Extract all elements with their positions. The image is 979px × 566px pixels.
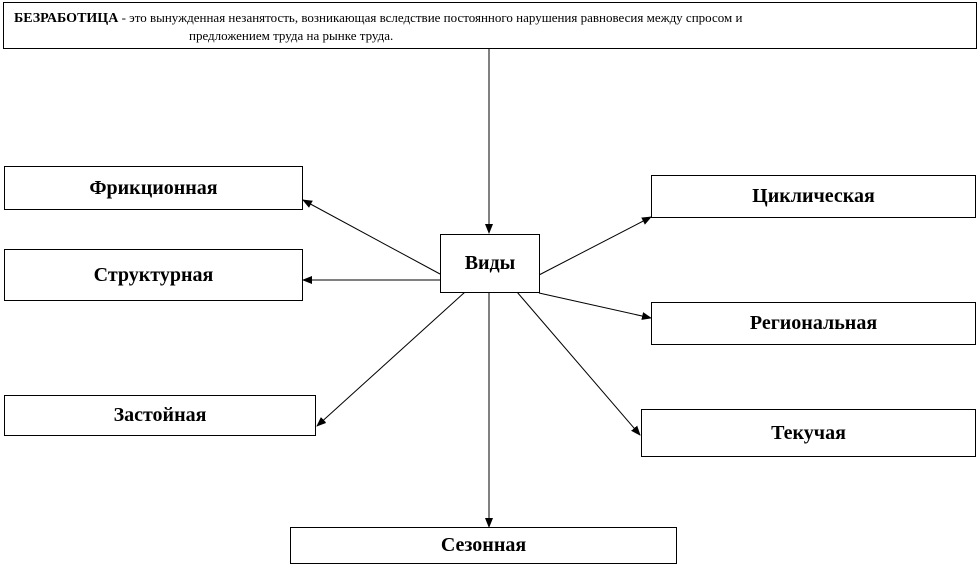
type-label: Текучая: [771, 421, 846, 444]
type-label: Застойная: [113, 404, 207, 426]
type-stagnant: Застойная: [4, 395, 316, 436]
arrow-to-cyclical: [538, 216, 652, 276]
type-seasonal: Сезонная: [290, 527, 677, 564]
arrow-to-frictional: [302, 199, 441, 275]
type-frictional: Фрикционная: [4, 166, 303, 210]
arrow-to-fluid: [516, 291, 641, 436]
type-regional: Региональная: [651, 302, 976, 345]
type-label: Сезонная: [440, 534, 527, 556]
type-cyclical: Циклическая: [651, 175, 976, 218]
type-structural: Структурная: [4, 249, 303, 301]
definition-line2: предложением труда на рынке труда.: [189, 28, 394, 43]
definition-line1: - это вынужденная незанятость, возникающ…: [118, 10, 743, 25]
arrow-to-regional: [538, 292, 652, 320]
center-label: Виды: [464, 252, 516, 274]
type-label: Фрикционная: [89, 176, 218, 199]
type-label: Региональная: [749, 312, 878, 334]
type-fluid: Текучая: [641, 409, 976, 457]
definition-term: БЕЗРАБОТИЦА: [14, 11, 119, 26]
type-label: Циклическая: [752, 185, 875, 207]
center-node: Виды: [440, 234, 540, 293]
definition-box: БЕЗРАБОТИЦА - это вынужденная незанятост…: [3, 2, 977, 49]
type-label: Структурная: [93, 263, 214, 286]
arrow-to-stagnant: [316, 291, 466, 427]
